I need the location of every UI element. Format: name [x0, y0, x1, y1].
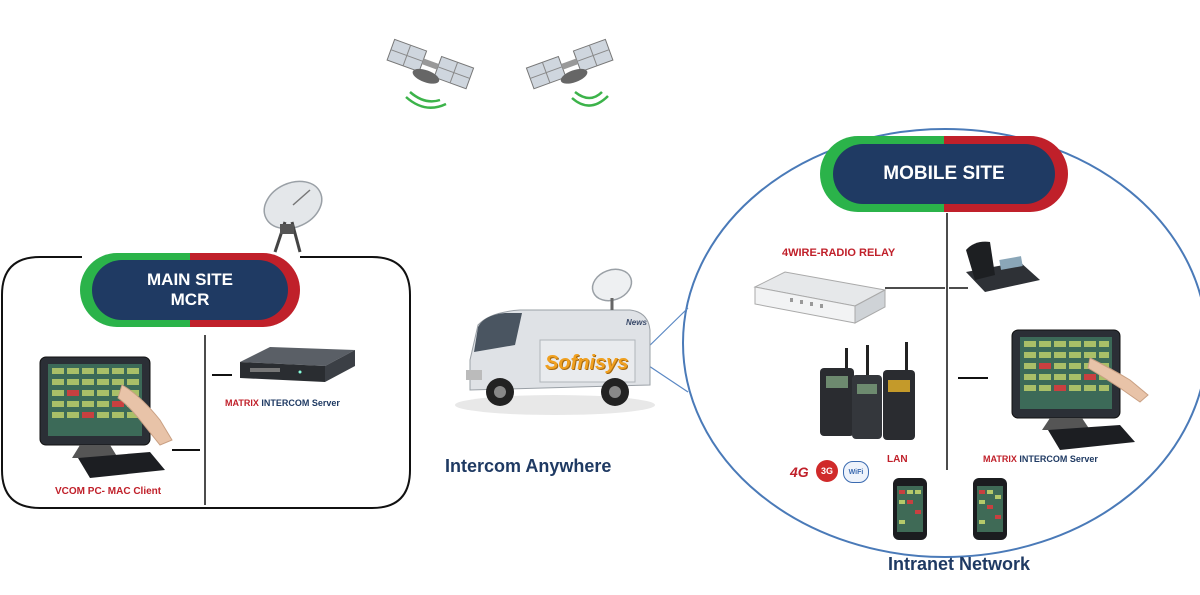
rack-server-icon [240, 347, 355, 382]
wifi-icon: WiFi [843, 461, 869, 483]
main-site-subtitle: MCR [170, 290, 210, 309]
broadcast-van-icon [455, 268, 655, 415]
intranet-network-label: Intranet Network [888, 554, 1031, 574]
main-server-label: MATRIX INTERCOM Server [225, 398, 340, 408]
touch-monitor-icon [39, 356, 173, 478]
4g-icon: 4G [790, 464, 809, 480]
relay-label: 4WIRE-RADIO RELAY [782, 247, 896, 259]
client-label: VCOM PC- MAC Client [55, 486, 162, 497]
main-site-frame [1, 256, 411, 509]
lan-label: LAN [887, 454, 908, 465]
main-site-title: MAIN SITE [147, 270, 233, 290]
smartphone-icon [893, 478, 927, 540]
radio-relay-icon [753, 271, 887, 324]
mobile-site-badge: MOBILE SITE [820, 136, 1068, 212]
handheld-radio-icon [820, 342, 915, 440]
mobile-server-label: MATRIX INTERCOM Server [983, 454, 1098, 464]
smartphone-icon [973, 478, 1007, 540]
mobile-site-circle [682, 128, 1200, 558]
main-site-badge: MAIN SITE MCR [80, 253, 300, 327]
van-badge: News [626, 318, 647, 327]
satellite-icon [386, 38, 475, 90]
van-brand: Sofnisys [545, 352, 629, 374]
3g-icon: 3G [816, 460, 838, 482]
satellite-icon [525, 38, 614, 90]
intercom-anywhere-label: Intercom Anywhere [445, 456, 612, 476]
desk-phone-icon [966, 241, 1040, 292]
touch-monitor-icon [1011, 329, 1149, 450]
satellite-dish-icon [263, 180, 323, 253]
mobile-site-title: MOBILE SITE [883, 163, 1005, 185]
